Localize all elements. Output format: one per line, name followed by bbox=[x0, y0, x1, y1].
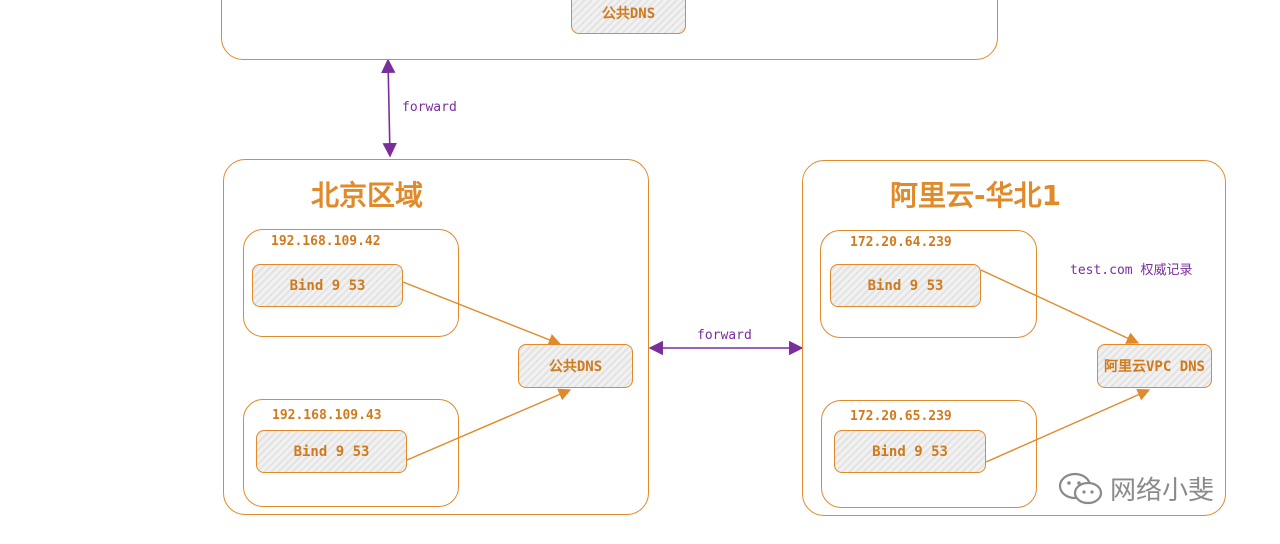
watermark: 网络小斐 bbox=[1058, 470, 1214, 507]
aliyun-host1-ip: 172.20.64.239 bbox=[850, 235, 952, 250]
aliyun-host1-box bbox=[820, 230, 1037, 338]
beijing-host1-box bbox=[243, 229, 459, 337]
forward-horizontal-label: forward bbox=[697, 328, 752, 343]
top-region-box bbox=[221, 0, 998, 60]
aliyun-region-box bbox=[802, 160, 1226, 516]
beijing-region-title: 北京区域 bbox=[311, 179, 424, 212]
ali-host1-to-dns-arrow bbox=[980, 269, 1140, 344]
beijing-host1-ip: 192.168.109.42 bbox=[271, 234, 381, 249]
aliyun-vpc-dns-node: 阿里云VPC DNS bbox=[1097, 344, 1212, 388]
aliyun-host1-bind-node: Bind 9 53 bbox=[830, 264, 981, 307]
beijing-public-dns-node: 公共DNS bbox=[518, 344, 633, 388]
top-public-dns-node: 公共DNS bbox=[571, 0, 686, 34]
bj-host1-to-dns-arrow bbox=[402, 281, 562, 346]
forward-vertical-arrow bbox=[381, 58, 397, 158]
aliyun-region-title: 阿里云-华北1 bbox=[890, 179, 1062, 212]
forward-vertical-label: forward bbox=[402, 100, 457, 115]
beijing-host1-bind-node: Bind 9 53 bbox=[252, 264, 403, 307]
authoritative-record-note: test.com 权威记录 bbox=[1070, 263, 1193, 278]
aliyun-host2-ip: 172.20.65.239 bbox=[850, 409, 952, 424]
wechat-icon bbox=[1058, 472, 1103, 504]
beijing-host2-ip: 192.168.109.43 bbox=[272, 408, 382, 423]
ali-host2-to-dns-arrow bbox=[985, 388, 1151, 463]
bj-host2-to-dns-arrow bbox=[406, 388, 572, 461]
aliyun-host2-bind-node: Bind 9 53 bbox=[834, 430, 986, 473]
beijing-region-box bbox=[223, 159, 649, 515]
watermark-text: 网络小斐 bbox=[1110, 476, 1215, 506]
aliyun-host2-box bbox=[821, 400, 1037, 508]
beijing-host2-bind-node: Bind 9 53 bbox=[256, 430, 407, 473]
beijing-host2-box bbox=[243, 399, 459, 507]
